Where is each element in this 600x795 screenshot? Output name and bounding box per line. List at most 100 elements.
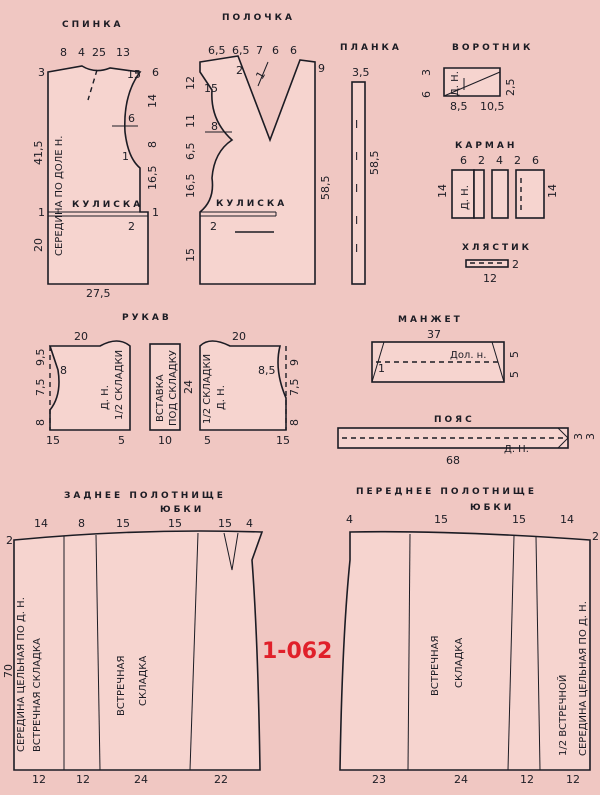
collar-outline [443,67,501,97]
back-dim-left-1: 3 [38,66,45,79]
sleeve-fold-label: Д. Н. [100,385,111,410]
back-dim-right-2: 14 [146,94,159,108]
placket-dim-top: 3,5 [352,66,370,79]
front-dim-top-4: 6 [272,44,279,57]
pocket-dim-top-2: 2 [478,154,485,167]
collar-title: ВОРОТНИК [452,43,533,53]
pocket-dim-top-3: 4 [496,154,503,167]
pocket-title: КАРМАН [455,141,517,151]
skirt-back-piece: ЗАДНЕЕ ПОЛОТНИЩЕ ЮБКИ 14 8 15 15 15 4 2 … [2,491,264,786]
skirt-front-pleat-label-1: ВСТРЕЧНАЯ [430,636,441,696]
pocket-dim-left: 14 [436,184,449,198]
back-bodice-piece: СПИНКА 8 4 25 13 3 41,5 1 20 СЕРЕДИНА ПО… [32,20,159,300]
sleeve-right-outline [199,340,287,431]
collar-grain-label: Д. Н. [450,71,461,96]
front-dim-top-1: 6,5 [208,44,226,57]
collar-dim-left-2: 3 [420,69,433,76]
sleeve-left-outline [48,340,131,431]
front-dim-left-4: 16,5 [184,174,197,199]
sleeve2-dim-top: 20 [232,330,246,343]
insert-piece: ВСТАВКА ПОД СКЛАДКУ 24 10 [149,343,195,447]
skirt-front-dim-bottom-4: 12 [566,773,580,786]
back-dim-top-1: 8 [60,46,67,59]
placket-mark-4: I [355,214,358,227]
insert-outline [149,343,181,431]
cuff-corner-left [371,341,385,383]
skirt-back-pleat-line-3 [189,532,199,771]
skirt-back-dim-left-2: 70 [2,664,15,678]
cuff-corner-right [491,341,505,383]
sleeve-dim-bottom-2: 5 [118,434,125,447]
belt-dim-right-2: 3 [584,433,597,440]
back-dim-right-4: 16,5 [146,166,159,191]
insert-label-2: ПОД СКЛАДКУ [168,350,179,426]
belt-tip-top [557,427,569,439]
back-dim-inner-1: 15 [127,68,141,81]
skirt-back-dim-top-2: 8 [78,517,85,530]
skirt-back-dart [223,532,239,571]
skirt-front-pleat-line-3 [535,536,541,771]
back-dim-top-4: 13 [116,46,130,59]
sleeve-piece: РУКАВ 20 9,5 7,5 8 8 Д. Н. 1/2 СКЛАДКИ 1… [34,313,172,447]
cuff-dim-left: 1 [378,362,385,375]
sleeve-title: РУКАВ [122,313,172,323]
front-dim-left-5: 15 [184,248,197,262]
skirt-back-dim-top-3: 15 [116,517,130,530]
sleeve-dim-bottom-1: 15 [46,434,60,447]
front-dim-left-2: 11 [184,114,197,128]
sleeve2-pleat-label: 1/2 СКЛАДКИ [202,354,213,424]
pocket-dim-top-1: 6 [460,154,467,167]
skirt-front-dim-right: 2 [592,530,599,543]
skirt-front-dim-top-2: 15 [434,513,448,526]
back-dim-inner-4: 2 [128,220,135,233]
cuff-dim-right-2: 5 [508,371,521,378]
belt-dim-bottom: 68 [446,454,460,467]
skirt-back-outline [13,530,264,771]
collar-diagonal [443,71,501,97]
skirt-back-pleat-line-2 [95,534,101,771]
front-dim-top-3: 7 [256,44,263,57]
belt-title: ПОЯС [434,415,475,425]
front-dart [257,61,269,87]
belt-tip-bottom [557,437,569,449]
back-dim-bottom: 27,5 [86,287,111,300]
sleeve-mirror-piece: 20 9 7,5 8 8,5 1/2 СКЛАДКИ Д. Н. 5 15 [199,330,301,447]
sleeve-dim-left-2: 7,5 [34,379,47,397]
back-dim-right-5: 1 [152,206,159,219]
cuff-dim-top: 37 [427,328,441,341]
insert-label-1: ВСТАВКА [155,374,166,422]
placket-piece: ПЛАНКА 3,5 I I I I I 58,5 [340,43,402,285]
placket-mark-1: I [355,118,358,131]
front-dim-right-1: 9 [318,62,325,75]
belt-grain-label: Д. Н. [504,444,529,455]
skirt-back-dim-bottom-4: 22 [214,773,228,786]
tab-dim-bottom: 12 [483,272,497,285]
sleeve2-dim-right-1: 9 [288,359,301,366]
back-center-label: СЕРЕДИНА ПО ДОЛЕ Н. [54,136,65,256]
back-casing-label: КУЛИСКА [72,200,143,210]
skirt-back-dim-top-5: 15 [218,517,232,530]
front-dim-inner-1: 15 [204,82,218,95]
pocket-piece: КАРМАН 6 2 4 2 6 14 14 Д. Н. [436,141,559,219]
tab-dim-right: 2 [512,258,519,271]
sleeve-dim-left-1: 9,5 [34,349,47,367]
sleeve2-dim-right-2: 7,5 [288,379,301,397]
front-dim-left-1: 12 [184,76,197,90]
placket-mark-3: I [355,182,358,195]
skirt-back-pleat-label-1: ВСТРЕЧНАЯ [116,656,127,716]
skirt-back-dim-left-1: 2 [6,534,13,547]
skirt-front-dim-top-4: 14 [560,513,574,526]
skirt-back-title: ЗАДНЕЕ ПОЛОТНИЩЕ [64,491,226,501]
back-dim-left-2: 41,5 [32,141,45,166]
skirt-front-center-label: СЕРЕДИНА ЦЕЛЬНАЯ ПО Д. Н. [578,601,589,756]
tab-piece: ХЛЯСТИК 12 2 [462,243,529,285]
skirt-front-dim-top-3: 15 [512,513,526,526]
pocket-part-2 [473,169,485,219]
sleeve-dim-top: 20 [74,330,88,343]
placket-title: ПЛАНКА [340,43,402,53]
back-dim-inner-3: 1 [122,150,129,163]
pocket-part-3 [491,169,509,219]
front-dim-inner-4: 8 [211,120,218,133]
cuff-piece: МАНЖЕТ 37 1 5 5 Дол. н. [371,315,521,383]
insert-dim-bottom: 10 [158,434,172,447]
